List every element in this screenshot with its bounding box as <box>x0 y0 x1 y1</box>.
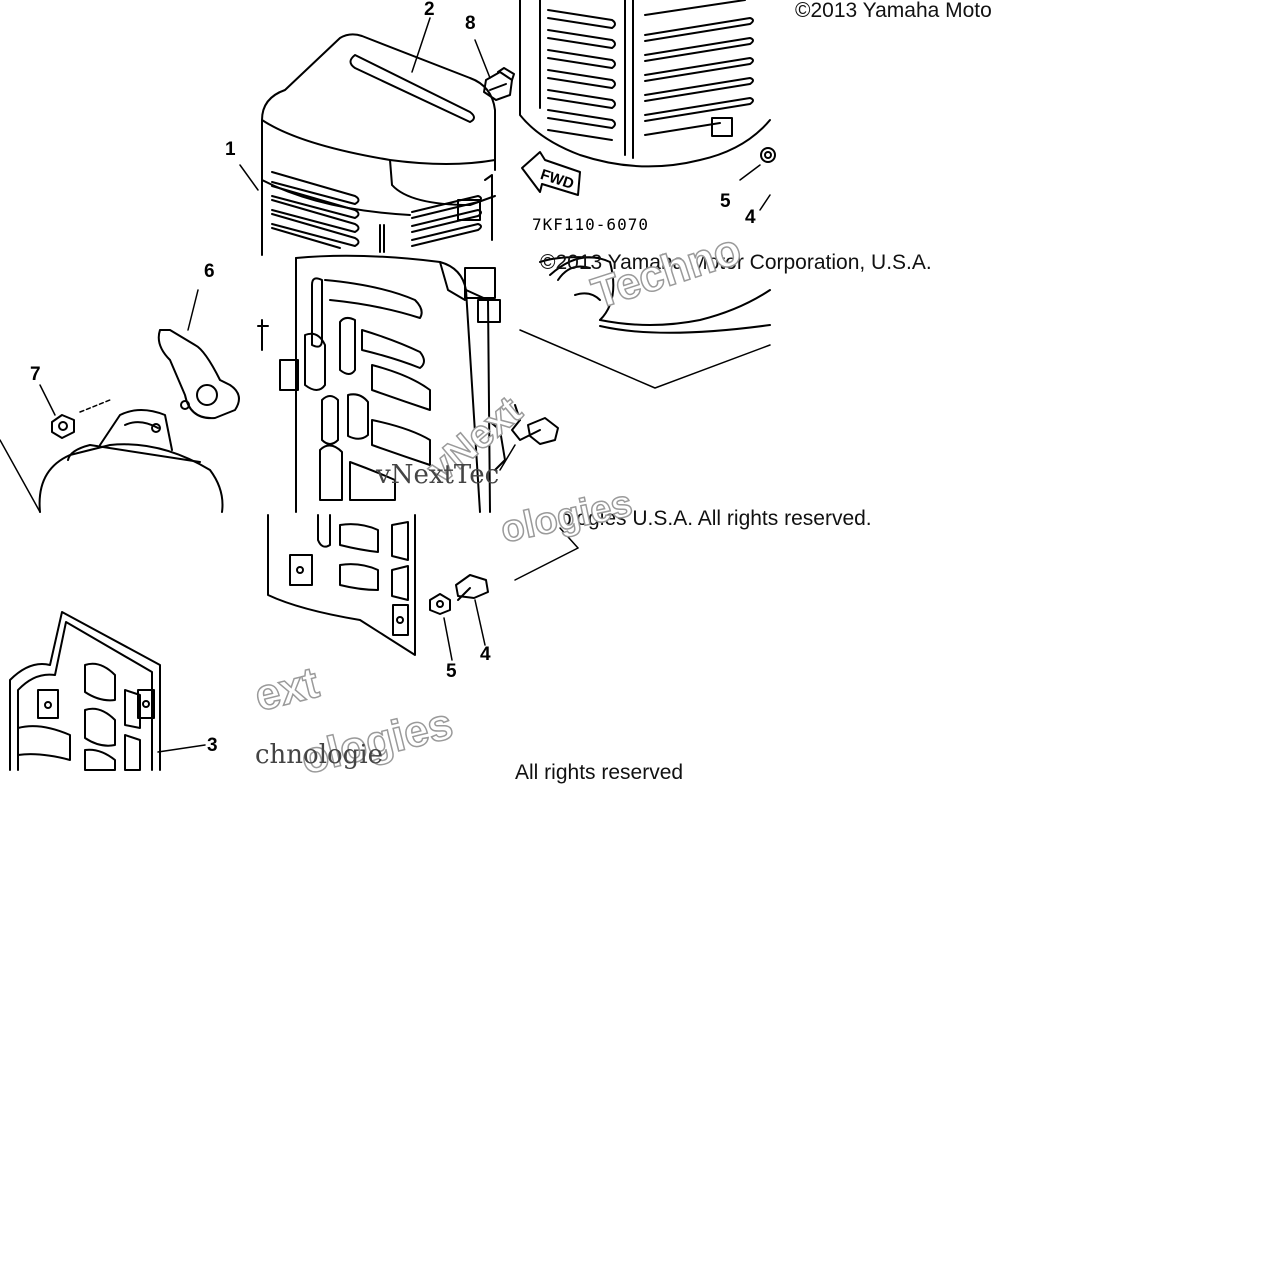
callout-4-bottom: 4 <box>480 644 491 665</box>
copyright-rights-2: All rights reserved <box>515 761 684 784</box>
watermark-vnexttec: vNextTec <box>376 460 500 490</box>
watermark-chnologie: chnologie <box>255 740 384 770</box>
plate-3-bottom-left <box>9 611 206 771</box>
callout-1: 1 <box>225 139 236 160</box>
louvred-cover-top-right <box>519 0 776 211</box>
copyright-top: ©2013 Yamaha Moto <box>795 0 992 22</box>
muffler-body-middle-right <box>499 256 771 471</box>
callout-7: 7 <box>30 364 41 385</box>
heat-shield-middle <box>257 254 506 513</box>
shield-bottom-middle <box>267 514 579 661</box>
callout-3: 3 <box>207 735 218 756</box>
callout-4-top: 4 <box>745 207 756 228</box>
callout-6: 6 <box>204 261 215 282</box>
bolt-8 <box>474 39 515 101</box>
copyright-mid: ©2013 Yamaha Motor Corporation, U.S.A. <box>540 251 932 274</box>
callout-8: 8 <box>465 13 476 34</box>
callout-5-bottom: 5 <box>446 661 457 682</box>
copyright-rights-1: ologies U.S.A. All rights reserved. <box>560 507 872 530</box>
callout-5-top: 5 <box>720 191 731 212</box>
muffler-cover-top <box>239 17 496 256</box>
callout-2: 2 <box>424 0 435 20</box>
muffler-end-left <box>0 289 240 513</box>
part-code: 7KF110-6070 <box>532 215 649 234</box>
